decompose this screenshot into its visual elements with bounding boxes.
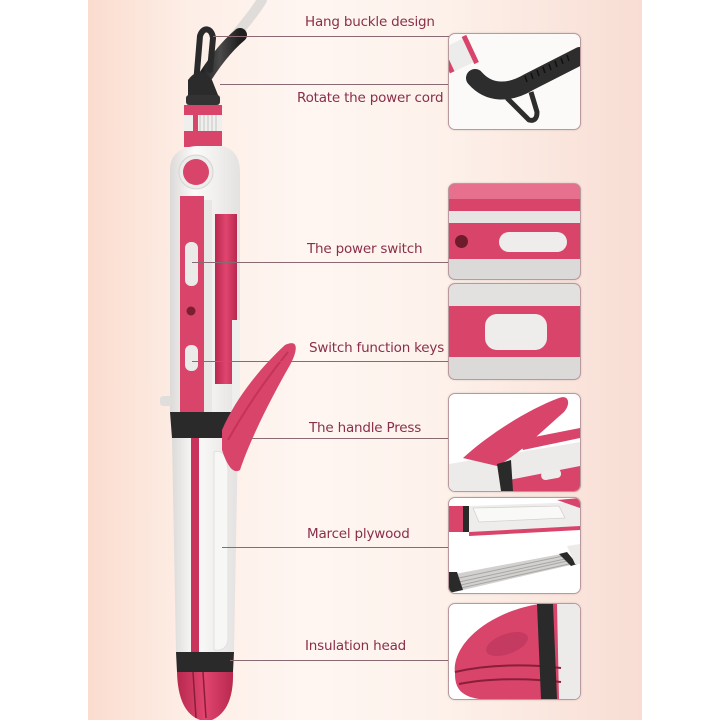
- leader-line: [213, 36, 449, 37]
- thumbnail-insulation-head: [448, 603, 581, 700]
- leader-line: [222, 547, 449, 548]
- leader-line: [192, 262, 449, 263]
- function-key-button: [485, 314, 547, 350]
- thumbnail-hang-buckle: [448, 33, 581, 130]
- leader-line: [192, 361, 449, 362]
- callout-label: Switch function keys: [309, 340, 445, 356]
- thumbnail-crimper-plates: [448, 497, 581, 594]
- leader-line: [220, 84, 449, 85]
- power-switch-slider: [499, 232, 567, 252]
- callout-label: Insulation head: [305, 638, 407, 654]
- callout-label: The handle Press: [309, 420, 422, 436]
- leader-line: [252, 438, 449, 439]
- thumbnail-function-key: [448, 283, 581, 380]
- callout-label: Rotate the power cord: [297, 90, 444, 106]
- callout-label: The power switch: [307, 241, 423, 257]
- callout-label: Hang buckle design: [305, 14, 435, 30]
- indicator-light: [455, 235, 468, 248]
- callout-label: Marcel plywood: [307, 526, 410, 542]
- thumbnail-power-switch: [448, 183, 581, 280]
- leader-line: [230, 660, 449, 661]
- thumbnail-handle-press: [448, 393, 581, 492]
